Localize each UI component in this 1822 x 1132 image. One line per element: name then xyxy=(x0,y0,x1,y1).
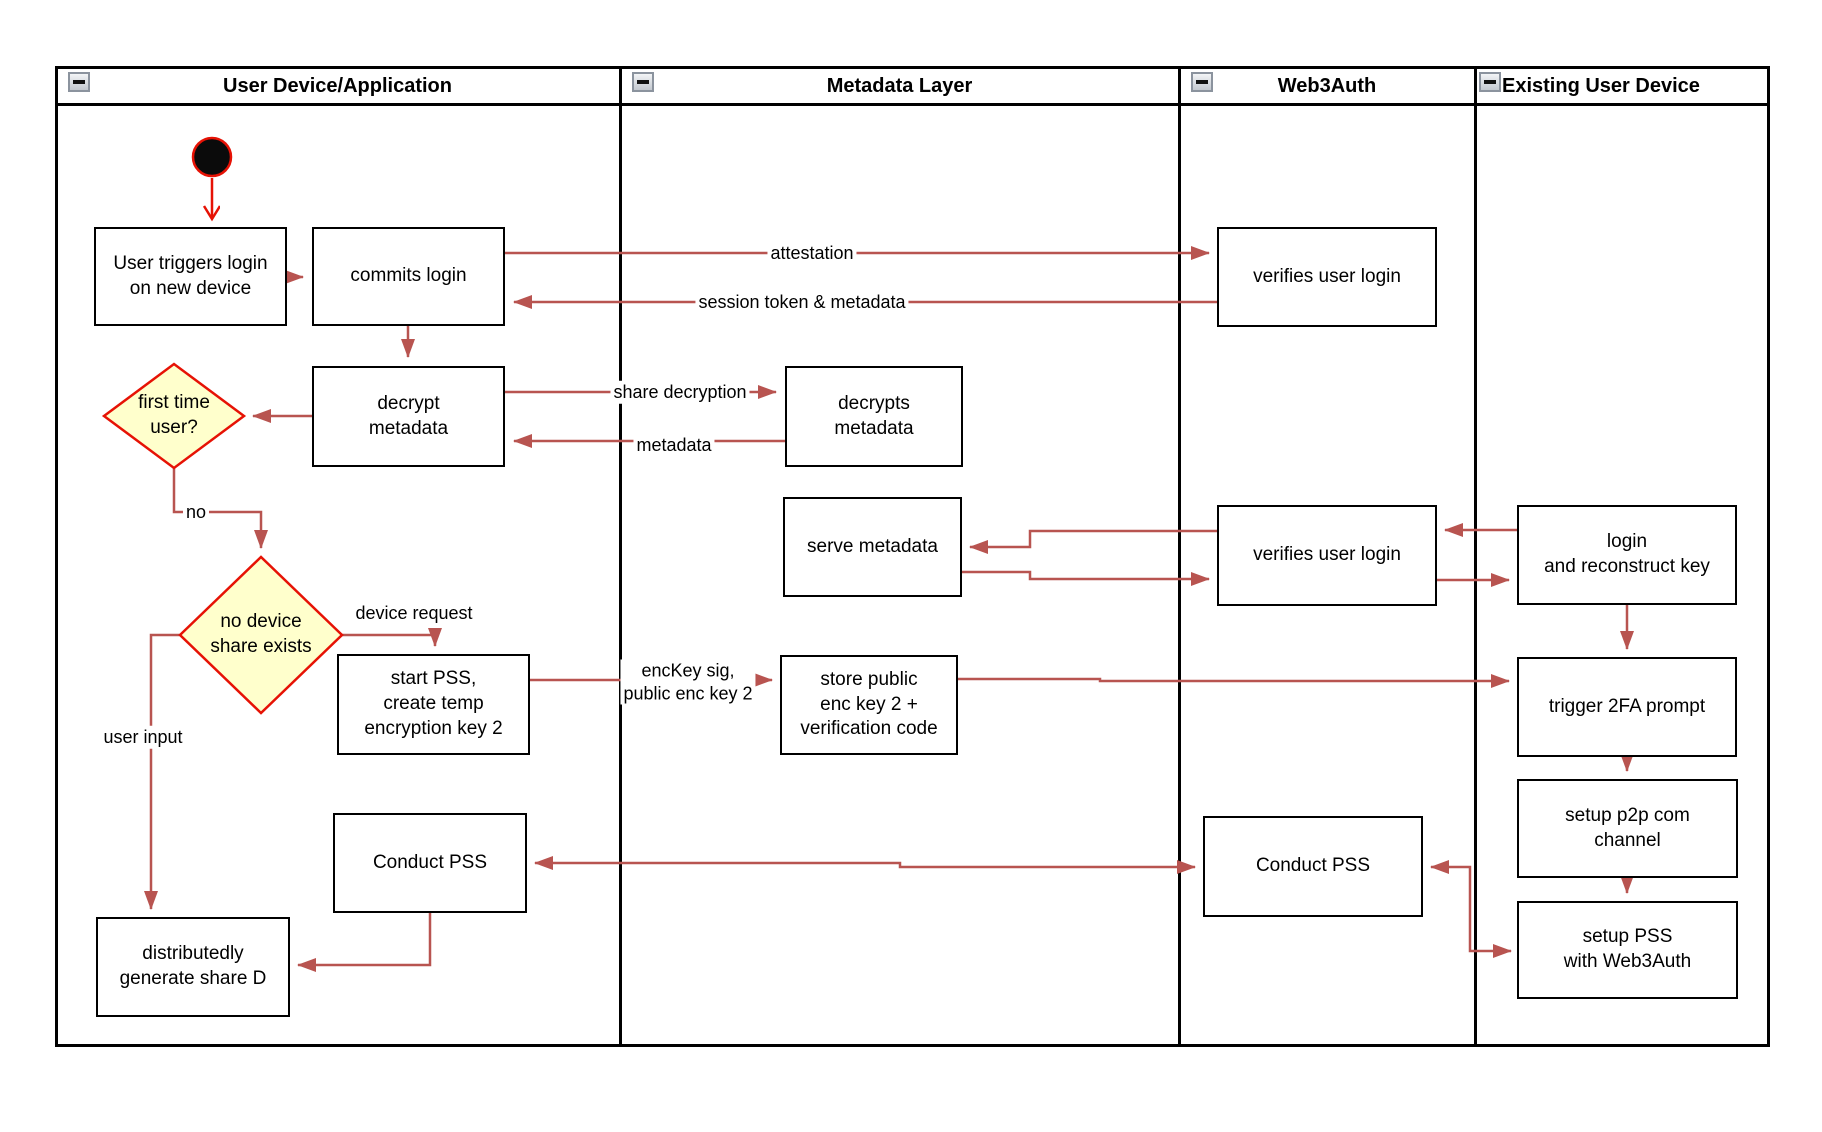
lane-title-user-device: User Device/Application xyxy=(223,74,452,97)
node-setup-p2p[interactable]: setup p2p com channel xyxy=(1517,779,1738,878)
edge-label-metadata: metadata xyxy=(633,433,715,457)
lane-header-web3auth: Web3Auth xyxy=(1179,66,1475,106)
lane-divider-1 xyxy=(619,66,622,1047)
minus-icon xyxy=(1196,80,1208,84)
edge-label-share-decryption: share decryption xyxy=(610,380,750,404)
node-verifies-user-login-1[interactable]: verifies user login xyxy=(1217,227,1437,327)
collapse-icon-lane1[interactable] xyxy=(68,72,90,92)
decision-first-time-label: first time user? xyxy=(138,392,210,438)
minus-icon xyxy=(1484,80,1496,84)
edge-conductpss-bidirectional xyxy=(534,856,1196,874)
edge-device-request xyxy=(342,628,442,647)
lane-header-user-device: User Device/Application xyxy=(55,66,620,106)
edge-label-user-input: user input xyxy=(100,725,186,749)
lane-title-metadata-layer: Metadata Layer xyxy=(826,74,973,97)
node-conduct-pss-user[interactable]: Conduct PSS xyxy=(333,813,527,913)
edge-label-device-request: device request xyxy=(355,602,473,623)
start-node[interactable] xyxy=(191,136,233,178)
lane-divider-2 xyxy=(1178,66,1181,1047)
edge-label-enckey: encKey sig, public enc key 2 xyxy=(620,659,756,705)
edge-verifies-to-serve xyxy=(969,529,1217,554)
node-serve-metadata[interactable]: serve metadata xyxy=(783,497,962,597)
edge-label-session-token: session token & metadata xyxy=(695,290,909,314)
minus-icon xyxy=(73,80,85,84)
header-divider xyxy=(55,103,1770,106)
edge-store-to-2fa xyxy=(958,674,1510,688)
edge-setuppss-conductpss xyxy=(1430,860,1512,958)
edge-no-branch xyxy=(172,468,268,549)
minus-icon xyxy=(637,80,649,84)
decision-no-device-label: no device share exists xyxy=(210,611,312,657)
node-trigger-2fa[interactable]: trigger 2FA prompt xyxy=(1517,657,1737,757)
node-distributedly-generate[interactable]: distributedly generate share D xyxy=(96,917,290,1017)
lane-header-existing-device: Existing User Device xyxy=(1502,66,1770,106)
edge-label-attestation: attestation xyxy=(767,241,857,265)
collapse-icon-lane4[interactable] xyxy=(1479,72,1501,92)
swimlane-frame xyxy=(55,66,1770,1047)
node-start-pss[interactable]: start PSS, create temp encryption key 2 xyxy=(337,654,530,755)
node-commits-login[interactable]: commits login xyxy=(312,227,505,326)
collapse-icon-lane2[interactable] xyxy=(632,72,654,92)
node-login-reconstruct-key[interactable]: login and reconstruct key xyxy=(1517,505,1737,605)
edge-serve-to-verifies xyxy=(962,570,1210,586)
lane-divider-3 xyxy=(1474,66,1477,1047)
node-conduct-pss-web3auth[interactable]: Conduct PSS xyxy=(1203,816,1423,917)
node-decrypt-metadata[interactable]: decrypt metadata xyxy=(312,366,505,467)
node-store-public-key[interactable]: store public enc key 2 + verification co… xyxy=(780,655,958,755)
edge-conductpss-to-distgen xyxy=(297,913,432,972)
edge-user-input xyxy=(144,633,180,910)
lane-title-existing-device: Existing User Device xyxy=(1502,74,1700,97)
node-verifies-user-login-2[interactable]: verifies user login xyxy=(1217,505,1437,606)
collapse-icon-lane3[interactable] xyxy=(1191,72,1213,92)
node-user-triggers-login[interactable]: User triggers login on new device xyxy=(94,227,287,326)
decision-first-time-shape[interactable] xyxy=(101,362,247,470)
lane-title-web3auth: Web3Auth xyxy=(1277,74,1377,97)
lane-header-metadata-layer: Metadata Layer xyxy=(620,66,1179,106)
edge-label-no: no xyxy=(182,500,210,524)
node-setup-pss[interactable]: setup PSS with Web3Auth xyxy=(1517,901,1738,999)
decision-no-device-shape[interactable] xyxy=(178,555,344,715)
node-decrypts-metadata[interactable]: decrypts metadata xyxy=(785,366,963,467)
